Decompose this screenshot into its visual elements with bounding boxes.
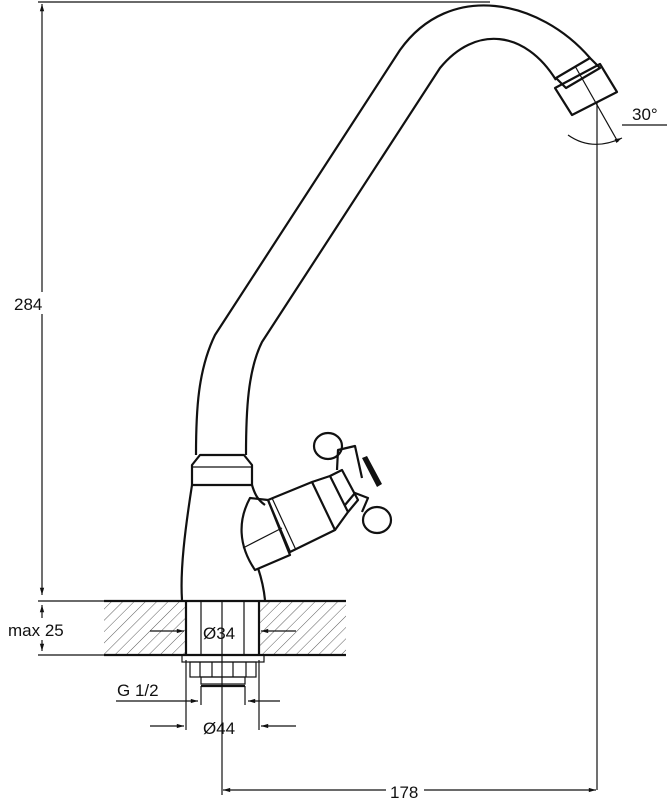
height-label: 284 <box>14 295 42 314</box>
countertop-section <box>104 599 346 657</box>
thickness-label: max 25 <box>8 621 64 640</box>
connection-label: G 1/2 <box>117 681 159 700</box>
aerator-nozzle <box>553 56 619 117</box>
angle-dimension: 30° <box>567 65 667 790</box>
height-dimension: 284 <box>12 1 490 596</box>
hole-diameter-dimension: Ø34 <box>150 624 296 643</box>
reach-dimension: 178 <box>223 783 597 800</box>
faucet-body <box>180 431 393 601</box>
hole-diameter-label: Ø34 <box>203 624 235 643</box>
base-diameter-dimension: Ø44 <box>150 719 296 738</box>
base-diameter-label: Ø44 <box>203 719 235 738</box>
spout <box>194 4 619 456</box>
reach-label: 178 <box>390 783 418 800</box>
angle-label: 30° <box>632 105 658 124</box>
thickness-dimension: max 25 <box>8 600 104 656</box>
connection-dimension: G 1/2 <box>116 660 280 730</box>
mounting-nut <box>181 600 265 795</box>
